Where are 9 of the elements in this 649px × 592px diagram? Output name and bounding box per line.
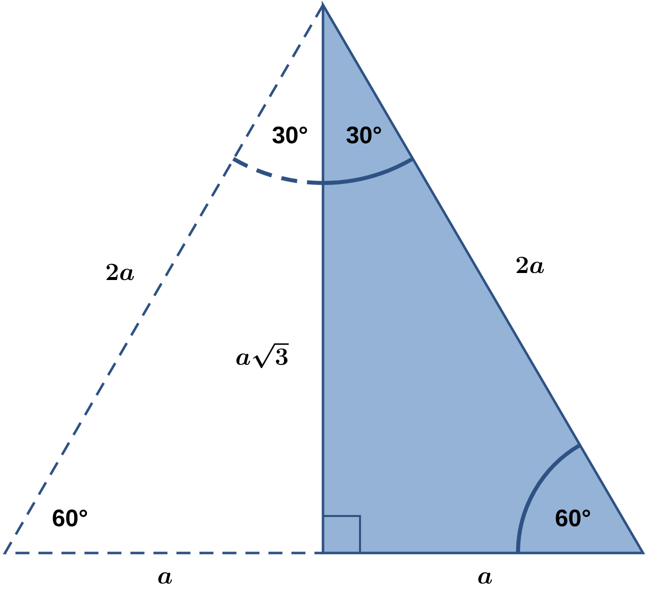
side-label: $a\sqrt{3}$: [236, 343, 289, 368]
side-label: $a$: [158, 572, 172, 584]
side-label: $2a$: [516, 256, 544, 274]
angle-label: 60°: [52, 510, 88, 526]
angle-label: 30°: [346, 126, 382, 144]
side-label: $2a$: [106, 264, 134, 280]
angle-label: 60°: [556, 510, 590, 526]
angle-label: 30°: [272, 126, 308, 144]
side-label: $a$: [478, 572, 492, 584]
